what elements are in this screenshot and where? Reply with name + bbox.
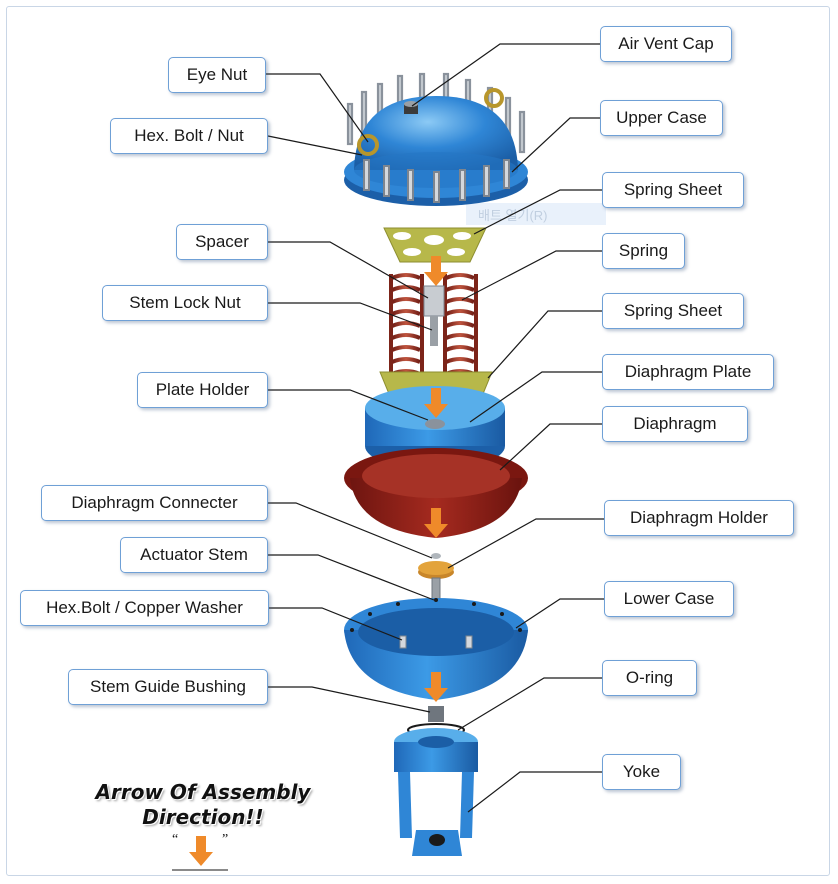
- diagram-frame: [6, 6, 830, 876]
- label-hex-bolt-nut: Hex. Bolt / Nut: [110, 118, 268, 154]
- leader-spring-sheet-upper: [473, 189, 602, 235]
- label-stem-lock-nut: Stem Lock Nut: [102, 285, 268, 321]
- arrow-icon: [424, 508, 448, 538]
- leader-spring: [461, 250, 602, 301]
- label-diaphragm-holder: Diaphragm Holder: [604, 500, 794, 536]
- label-diaphragm: Diaphragm: [602, 406, 748, 442]
- arrow-icon: [424, 672, 448, 702]
- label-eye-nut: Eye Nut: [168, 57, 266, 93]
- leader-hex-bolt-copper-washer: [268, 607, 403, 641]
- label-plate-holder: Plate Holder: [137, 372, 268, 408]
- leader-yoke: [467, 771, 602, 813]
- label-stem-guide-bushing: Stem Guide Bushing: [68, 669, 268, 705]
- caption-line-1: Arrow Of Assembly: [95, 780, 311, 804]
- label-spring: Spring: [602, 233, 685, 269]
- leader-diaphragm: [499, 423, 602, 471]
- label-yoke: Yoke: [602, 754, 681, 790]
- leader-upper-case: [511, 117, 600, 173]
- leader-eye-nut: [266, 73, 369, 143]
- caption-line-2: Direction!!: [142, 805, 264, 829]
- lower-case-part: [344, 598, 528, 700]
- label-spring-sheet-lower: Spring Sheet: [602, 293, 744, 329]
- quote-open: “: [172, 832, 179, 847]
- spring-sheet-upper-part: [383, 227, 487, 263]
- assembly-arrows: [424, 256, 448, 702]
- label-lower-case: Lower Case: [604, 581, 734, 617]
- leader-stem-lock-nut: [268, 302, 433, 331]
- leader-diaphragm-holder: [447, 518, 604, 569]
- leader-actuator-stem: [268, 554, 435, 601]
- label-spring-sheet-upper: Spring Sheet: [602, 172, 744, 208]
- label-o-ring: O-ring: [602, 660, 697, 696]
- leader-spring-sheet-lower: [487, 310, 602, 379]
- watermark-text: 배트 열기(R): [466, 203, 606, 225]
- yoke-part: [394, 728, 478, 856]
- label-upper-case: Upper Case: [600, 100, 723, 136]
- arrow-icon: [424, 256, 448, 286]
- label-diaphragm-plate: Diaphragm Plate: [602, 354, 774, 390]
- upper-case-part: [344, 72, 528, 206]
- leader-stem-guide-bushing: [268, 686, 431, 713]
- label-hex-bolt-copper-washer: Hex.Bolt / Copper Washer: [20, 590, 269, 626]
- label-air-vent-cap: Air Vent Cap: [600, 26, 732, 62]
- leader-hex-bolt-nut: [267, 135, 363, 156]
- quote-close: ”: [222, 832, 229, 847]
- assembly-arrow-legend: “ ”: [166, 832, 236, 872]
- label-diaphragm-connecter: Diaphragm Connecter: [41, 485, 268, 521]
- leader-air-vent-cap: [411, 43, 600, 107]
- leader-diaphragm-connecter: [268, 502, 433, 559]
- leader-o-ring: [457, 677, 602, 731]
- leader-lower-case: [515, 598, 604, 629]
- leader-plate-holder: [268, 389, 429, 421]
- spring-part: [389, 273, 478, 390]
- label-actuator-stem: Actuator Stem: [120, 537, 268, 573]
- arrow-icon: [424, 388, 448, 418]
- leader-spacer: [268, 241, 429, 299]
- assembly-direction-caption: Arrow Of Assembly Direction!!: [88, 780, 318, 830]
- diaphragm-holder-part: [418, 553, 454, 579]
- arrow-icon: [172, 836, 228, 871]
- leader-diaphragm-plate: [469, 371, 602, 423]
- label-spacer: Spacer: [176, 224, 268, 260]
